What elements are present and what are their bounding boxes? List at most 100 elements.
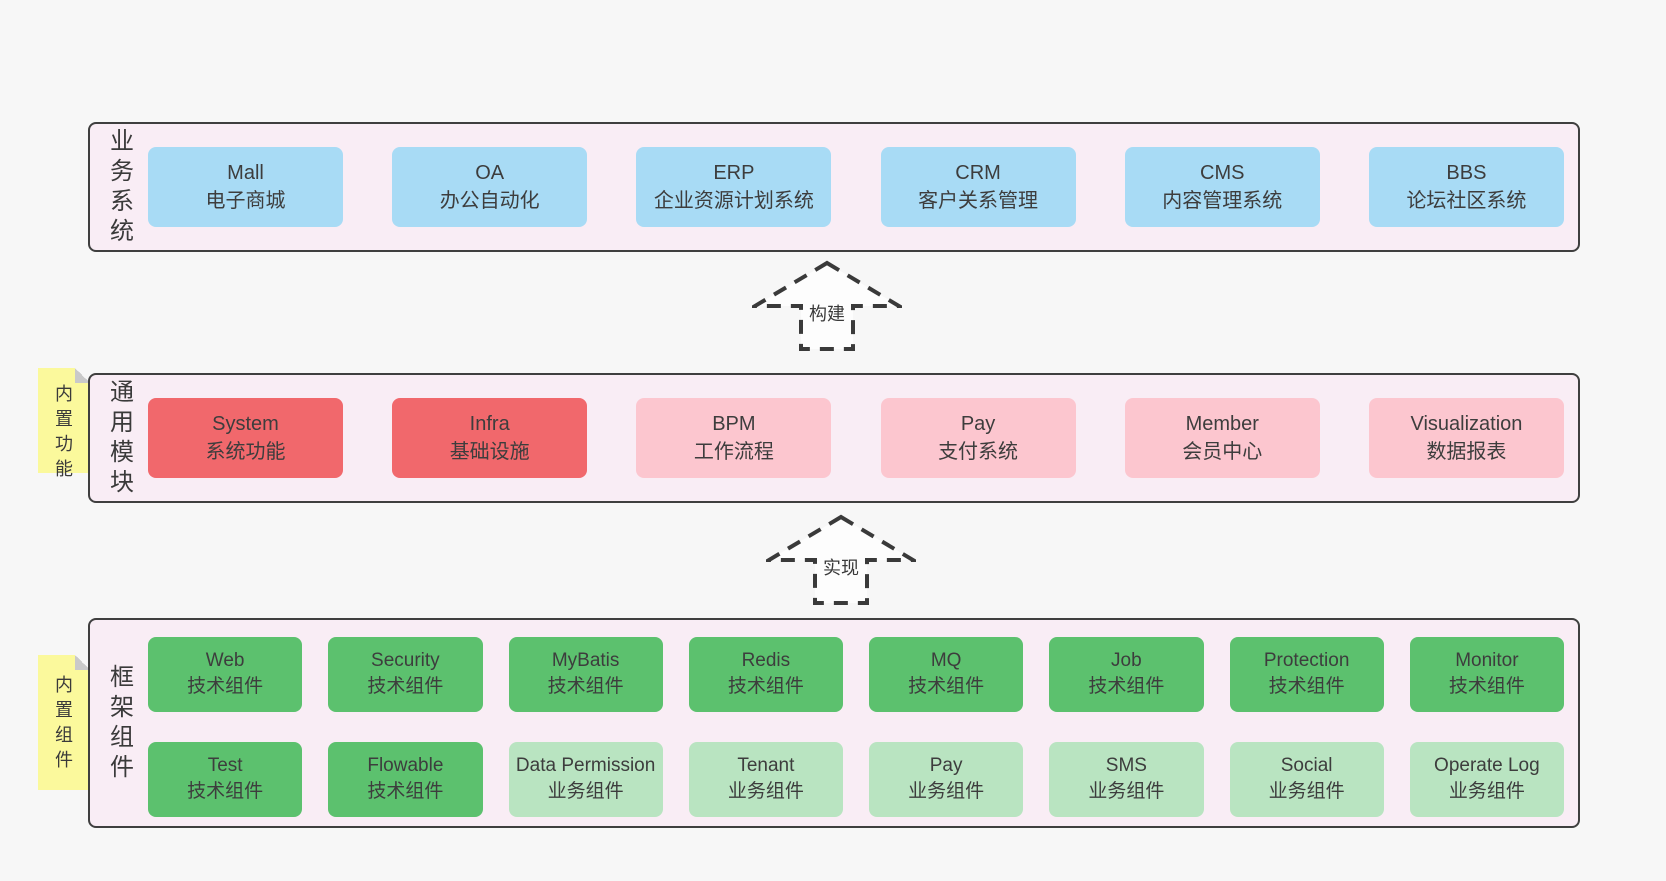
box-mybatis: MyBatis 技术组件 bbox=[508, 636, 663, 712]
box-member: Member 会员中心 bbox=[1124, 398, 1320, 478]
arrow-implement: 实现 bbox=[766, 514, 916, 606]
box-title: Visualization bbox=[1410, 413, 1523, 435]
box-title: Member bbox=[1185, 413, 1259, 435]
arrow-build-label: 构建 bbox=[806, 300, 848, 326]
box-erp: ERP 企业资源计划系统 bbox=[636, 147, 832, 227]
box-operate-log: Operate Log 业务组件 bbox=[1409, 741, 1564, 817]
box-title: Test bbox=[207, 755, 243, 777]
box-title: Flowable bbox=[367, 755, 444, 777]
box-title: CMS bbox=[1200, 162, 1245, 184]
box-subtitle: 企业资源计划系统 bbox=[653, 190, 814, 212]
box-subtitle: 业务组件 bbox=[908, 781, 985, 802]
box-subtitle: 技术组件 bbox=[908, 676, 985, 697]
box-title: Monitor bbox=[1455, 650, 1519, 672]
box-title: Social bbox=[1280, 755, 1333, 777]
box-title: BPM bbox=[712, 413, 756, 435]
box-title: CRM bbox=[955, 162, 1001, 184]
box-tenant: Tenant 业务组件 bbox=[688, 741, 843, 817]
box-subtitle: 业务组件 bbox=[1088, 781, 1165, 802]
box-subtitle: 技术组件 bbox=[367, 781, 444, 802]
box-subtitle: 支付系统 bbox=[938, 441, 1019, 463]
box-title: Redis bbox=[741, 650, 791, 672]
box-subtitle: 工作流程 bbox=[693, 441, 774, 463]
box-title: Infra bbox=[469, 413, 510, 435]
box-title: Web bbox=[205, 650, 245, 672]
box-subtitle: 基础设施 bbox=[449, 441, 530, 463]
box-web: Web 技术组件 bbox=[148, 636, 303, 712]
box-subtitle: 数据报表 bbox=[1426, 441, 1507, 463]
box-sms: SMS 业务组件 bbox=[1049, 741, 1204, 817]
note-label: 内置功能 bbox=[55, 384, 73, 479]
common-module-boxes: System 系统功能 Infra 基础设施 BPM 工作流程 Pay 支付系统 Member 会… bbox=[142, 398, 1578, 478]
box-title: OA bbox=[475, 162, 505, 184]
box-title: MyBatis bbox=[551, 650, 620, 672]
note-built-in-components: 内置组件 bbox=[38, 655, 90, 790]
box-subtitle: 内容管理系统 bbox=[1162, 190, 1283, 212]
box-crm: CRM 客户关系管理 bbox=[880, 147, 1076, 227]
box-subtitle: 业务组件 bbox=[727, 781, 804, 802]
box-flowable: Flowable 技术组件 bbox=[328, 741, 483, 817]
box-subtitle: 技术组件 bbox=[1448, 676, 1525, 697]
box-title: SMS bbox=[1105, 755, 1147, 777]
layer-label-framework-components: 框架组件 bbox=[110, 664, 134, 781]
box-subtitle: 业务组件 bbox=[547, 781, 624, 802]
layer-business-systems: 业务系统 Mall 电子商城 OA 办公自动化 ERP 企业资源计划系统 CRM 客户关系管理… bbox=[88, 122, 1580, 252]
note-fold-corner bbox=[75, 368, 90, 383]
box-job: Job 技术组件 bbox=[1049, 636, 1204, 712]
arrow-implement-label: 实现 bbox=[820, 554, 862, 580]
box-subtitle: 论坛社区系统 bbox=[1406, 190, 1527, 212]
box-title: System bbox=[212, 413, 279, 435]
box-subtitle: 技术组件 bbox=[1088, 676, 1165, 697]
box-title: Mall bbox=[227, 162, 264, 184]
note-label: 内置组件 bbox=[55, 675, 73, 770]
box-test: Test 技术组件 bbox=[148, 741, 303, 817]
box-title: Security bbox=[371, 650, 440, 672]
box-title: Operate Log bbox=[1434, 755, 1540, 777]
box-cms: CMS 内容管理系统 bbox=[1124, 147, 1320, 227]
box-title: Data Permission bbox=[515, 755, 656, 777]
business-system-boxes: Mall 电子商城 OA 办公自动化 ERP 企业资源计划系统 CRM 客户关系管理 CMS 内容… bbox=[142, 147, 1578, 227]
box-title: Tenant bbox=[737, 755, 795, 777]
box-subtitle: 技术组件 bbox=[547, 676, 624, 697]
box-monitor: Monitor 技术组件 bbox=[1409, 636, 1564, 712]
box-subtitle: 技术组件 bbox=[187, 781, 264, 802]
box-subtitle: 办公自动化 bbox=[439, 190, 540, 212]
box-social: Social 业务组件 bbox=[1229, 741, 1384, 817]
box-title: Pay bbox=[960, 413, 996, 435]
box-subtitle: 电子商城 bbox=[205, 190, 286, 212]
box-bpm: BPM 工作流程 bbox=[636, 398, 832, 478]
box-mq: MQ 技术组件 bbox=[869, 636, 1024, 712]
box-data-permission: Data Permission 业务组件 bbox=[508, 741, 663, 817]
box-infra: Infra 基础设施 bbox=[392, 398, 588, 478]
box-subtitle: 技术组件 bbox=[1268, 676, 1345, 697]
box-system: System 系统功能 bbox=[148, 398, 343, 478]
box-title: Job bbox=[1111, 650, 1142, 672]
note-built-in-features: 内置功能 bbox=[38, 368, 90, 479]
box-subtitle: 客户关系管理 bbox=[918, 190, 1039, 212]
box-subtitle: 业务组件 bbox=[1448, 781, 1525, 802]
box-subtitle: 系统功能 bbox=[205, 441, 286, 463]
box-subtitle: 技术组件 bbox=[187, 676, 264, 697]
box-title: ERP bbox=[713, 162, 755, 184]
layer-label-business-systems: 业务系统 bbox=[110, 128, 134, 245]
box-subtitle: 技术组件 bbox=[727, 676, 804, 697]
box-security: Security 技术组件 bbox=[328, 636, 483, 712]
box-bbs: BBS 论坛社区系统 bbox=[1368, 147, 1564, 227]
box-subtitle: 业务组件 bbox=[1268, 781, 1345, 802]
box-oa: OA 办公自动化 bbox=[392, 147, 588, 227]
box-pay: Pay 支付系统 bbox=[880, 398, 1076, 478]
box-subtitle: 技术组件 bbox=[367, 676, 444, 697]
box-title: BBS bbox=[1446, 162, 1487, 184]
box-visualization: Visualization 数据报表 bbox=[1368, 398, 1564, 478]
box-title: Protection bbox=[1263, 650, 1350, 672]
note-fold-corner bbox=[75, 655, 90, 670]
box-title: MQ bbox=[930, 650, 962, 672]
box-subtitle: 会员中心 bbox=[1182, 441, 1263, 463]
box-protection: Protection 技术组件 bbox=[1229, 636, 1384, 712]
box-redis: Redis 技术组件 bbox=[688, 636, 843, 712]
